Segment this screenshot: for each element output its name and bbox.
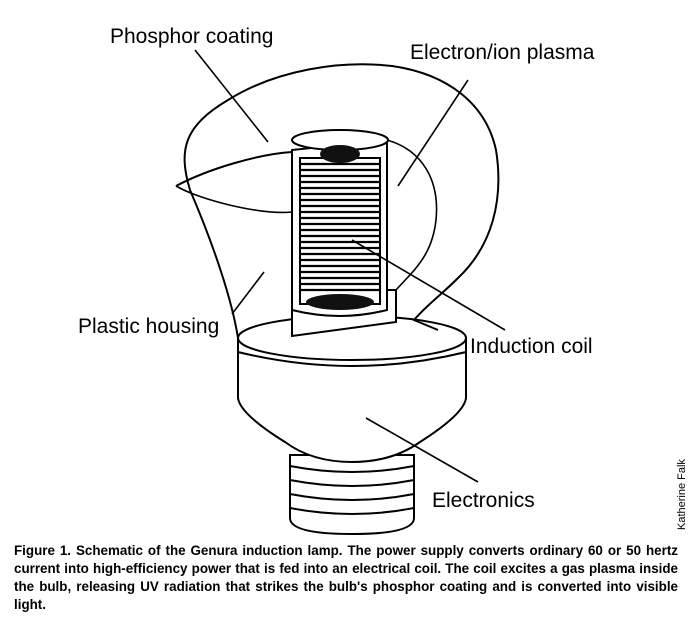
- leader-plastic-housing: [231, 271, 265, 315]
- label-phosphor-coating: Phosphor coating: [110, 25, 273, 48]
- leader-electron-ion-plasma: [397, 79, 469, 187]
- caption-text: The power supply converts ordinary 60 or…: [14, 543, 678, 612]
- figure-label: Figure 1. Schematic of the Genura induct…: [14, 543, 343, 558]
- bulb-outline: [183, 63, 500, 339]
- label-electron-ion-plasma: Electron/ion plasma: [410, 41, 595, 64]
- induction-coil: [299, 145, 381, 310]
- leader-lines: [194, 49, 506, 483]
- leader-phosphor-coating: [194, 49, 269, 143]
- artist-credit: Katherine Falk: [676, 459, 688, 530]
- cutaway-lip: [175, 151, 293, 187]
- label-plastic-housing: Plastic housing: [78, 315, 219, 338]
- leader-electronics: [365, 417, 479, 483]
- induction-lamp-diagram: Phosphor coating Electron/ion plasma Pla…: [78, 25, 688, 536]
- cutaway-inner-edge: [175, 185, 293, 214]
- figure-caption: Figure 1. Schematic of the Genura induct…: [14, 542, 678, 614]
- label-electronics: Electronics: [432, 489, 535, 512]
- leader-induction-coil: [351, 239, 506, 331]
- electronics-housing: [237, 350, 467, 464]
- phosphor-coating-inner: [386, 139, 438, 291]
- screw-base: [289, 454, 415, 536]
- label-induction-coil: Induction coil: [470, 335, 593, 358]
